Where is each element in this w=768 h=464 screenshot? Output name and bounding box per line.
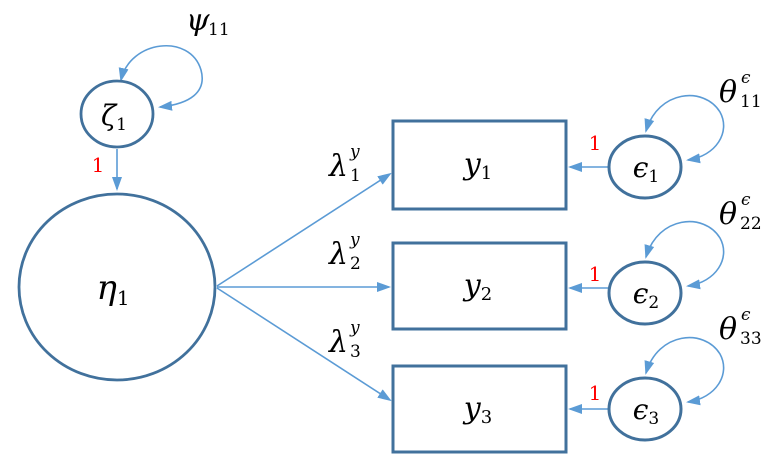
fixed-1-e2-label: 1: [589, 262, 602, 286]
error-e1-label: ϵ1: [633, 151, 660, 187]
loading-lambda2-base: λ: [328, 237, 348, 272]
indicator-y3-box: [391, 364, 568, 454]
loading-lambda3-base: λ: [328, 325, 348, 360]
loading-lambda1-sup: y: [349, 142, 360, 162]
theta22-variance-sup: ϵ: [741, 190, 751, 210]
theta11-variance-self-loop: [644, 94, 725, 164]
indicator-y2-box: [391, 241, 568, 331]
latent-eta-circle: [17, 192, 217, 382]
loading-lambda1-sub: 1: [350, 166, 361, 186]
theta22-variance-sub: 22: [740, 214, 762, 234]
eta-to-y1-path: [216, 172, 392, 287]
theta22-variance-base: θ: [719, 197, 737, 232]
eta-to-y3-path: [216, 287, 392, 402]
zeta-variance-self-loop: [118, 45, 203, 111]
theta11-variance-sub: 11: [740, 92, 762, 112]
fixed-1-e1-label: 1: [589, 131, 602, 155]
disturbance-zeta-circle: [79, 79, 155, 149]
theta33-variance-sub: 33: [740, 329, 762, 349]
theta33-variance-base: θ: [719, 312, 737, 347]
loading-lambda3-sup: y: [349, 318, 360, 338]
theta22-variance-self-loop: [644, 220, 725, 290]
theta33-variance-sup: ϵ: [741, 305, 751, 325]
loading-lambda1-base: λ: [328, 149, 348, 184]
error-e2-label: ϵ2: [633, 277, 660, 313]
disturbance-zeta-label: ζ1: [101, 99, 127, 135]
indicator-y2-label: y2: [462, 268, 492, 305]
theta33-variance-self-loop: [644, 336, 725, 406]
indicator-y1-box: [391, 119, 568, 211]
error-e3-circle: [607, 376, 683, 442]
error-e3-label: ϵ3: [633, 393, 660, 429]
indicator-y3-label: y3: [462, 391, 492, 428]
loading-lambda2-sub: 2: [350, 254, 361, 274]
fixed-1-e3-label: 1: [589, 381, 602, 405]
fixed-1-zeta-label: 1: [92, 153, 105, 177]
loading-lambda2-sup: y: [349, 230, 360, 250]
latent-eta-label: η1: [96, 268, 129, 310]
theta11-variance-sup: ϵ: [741, 68, 751, 88]
loading-lambda3-sub: 3: [350, 342, 361, 362]
theta11-variance-base: θ: [719, 75, 737, 110]
indicator-y1-label: y1: [462, 147, 492, 184]
error-e2-circle: [607, 260, 683, 326]
psi-variance-base: ψ: [186, 3, 210, 38]
psi-variance-sub: 11: [208, 20, 230, 40]
error-e1-circle: [607, 134, 683, 200]
